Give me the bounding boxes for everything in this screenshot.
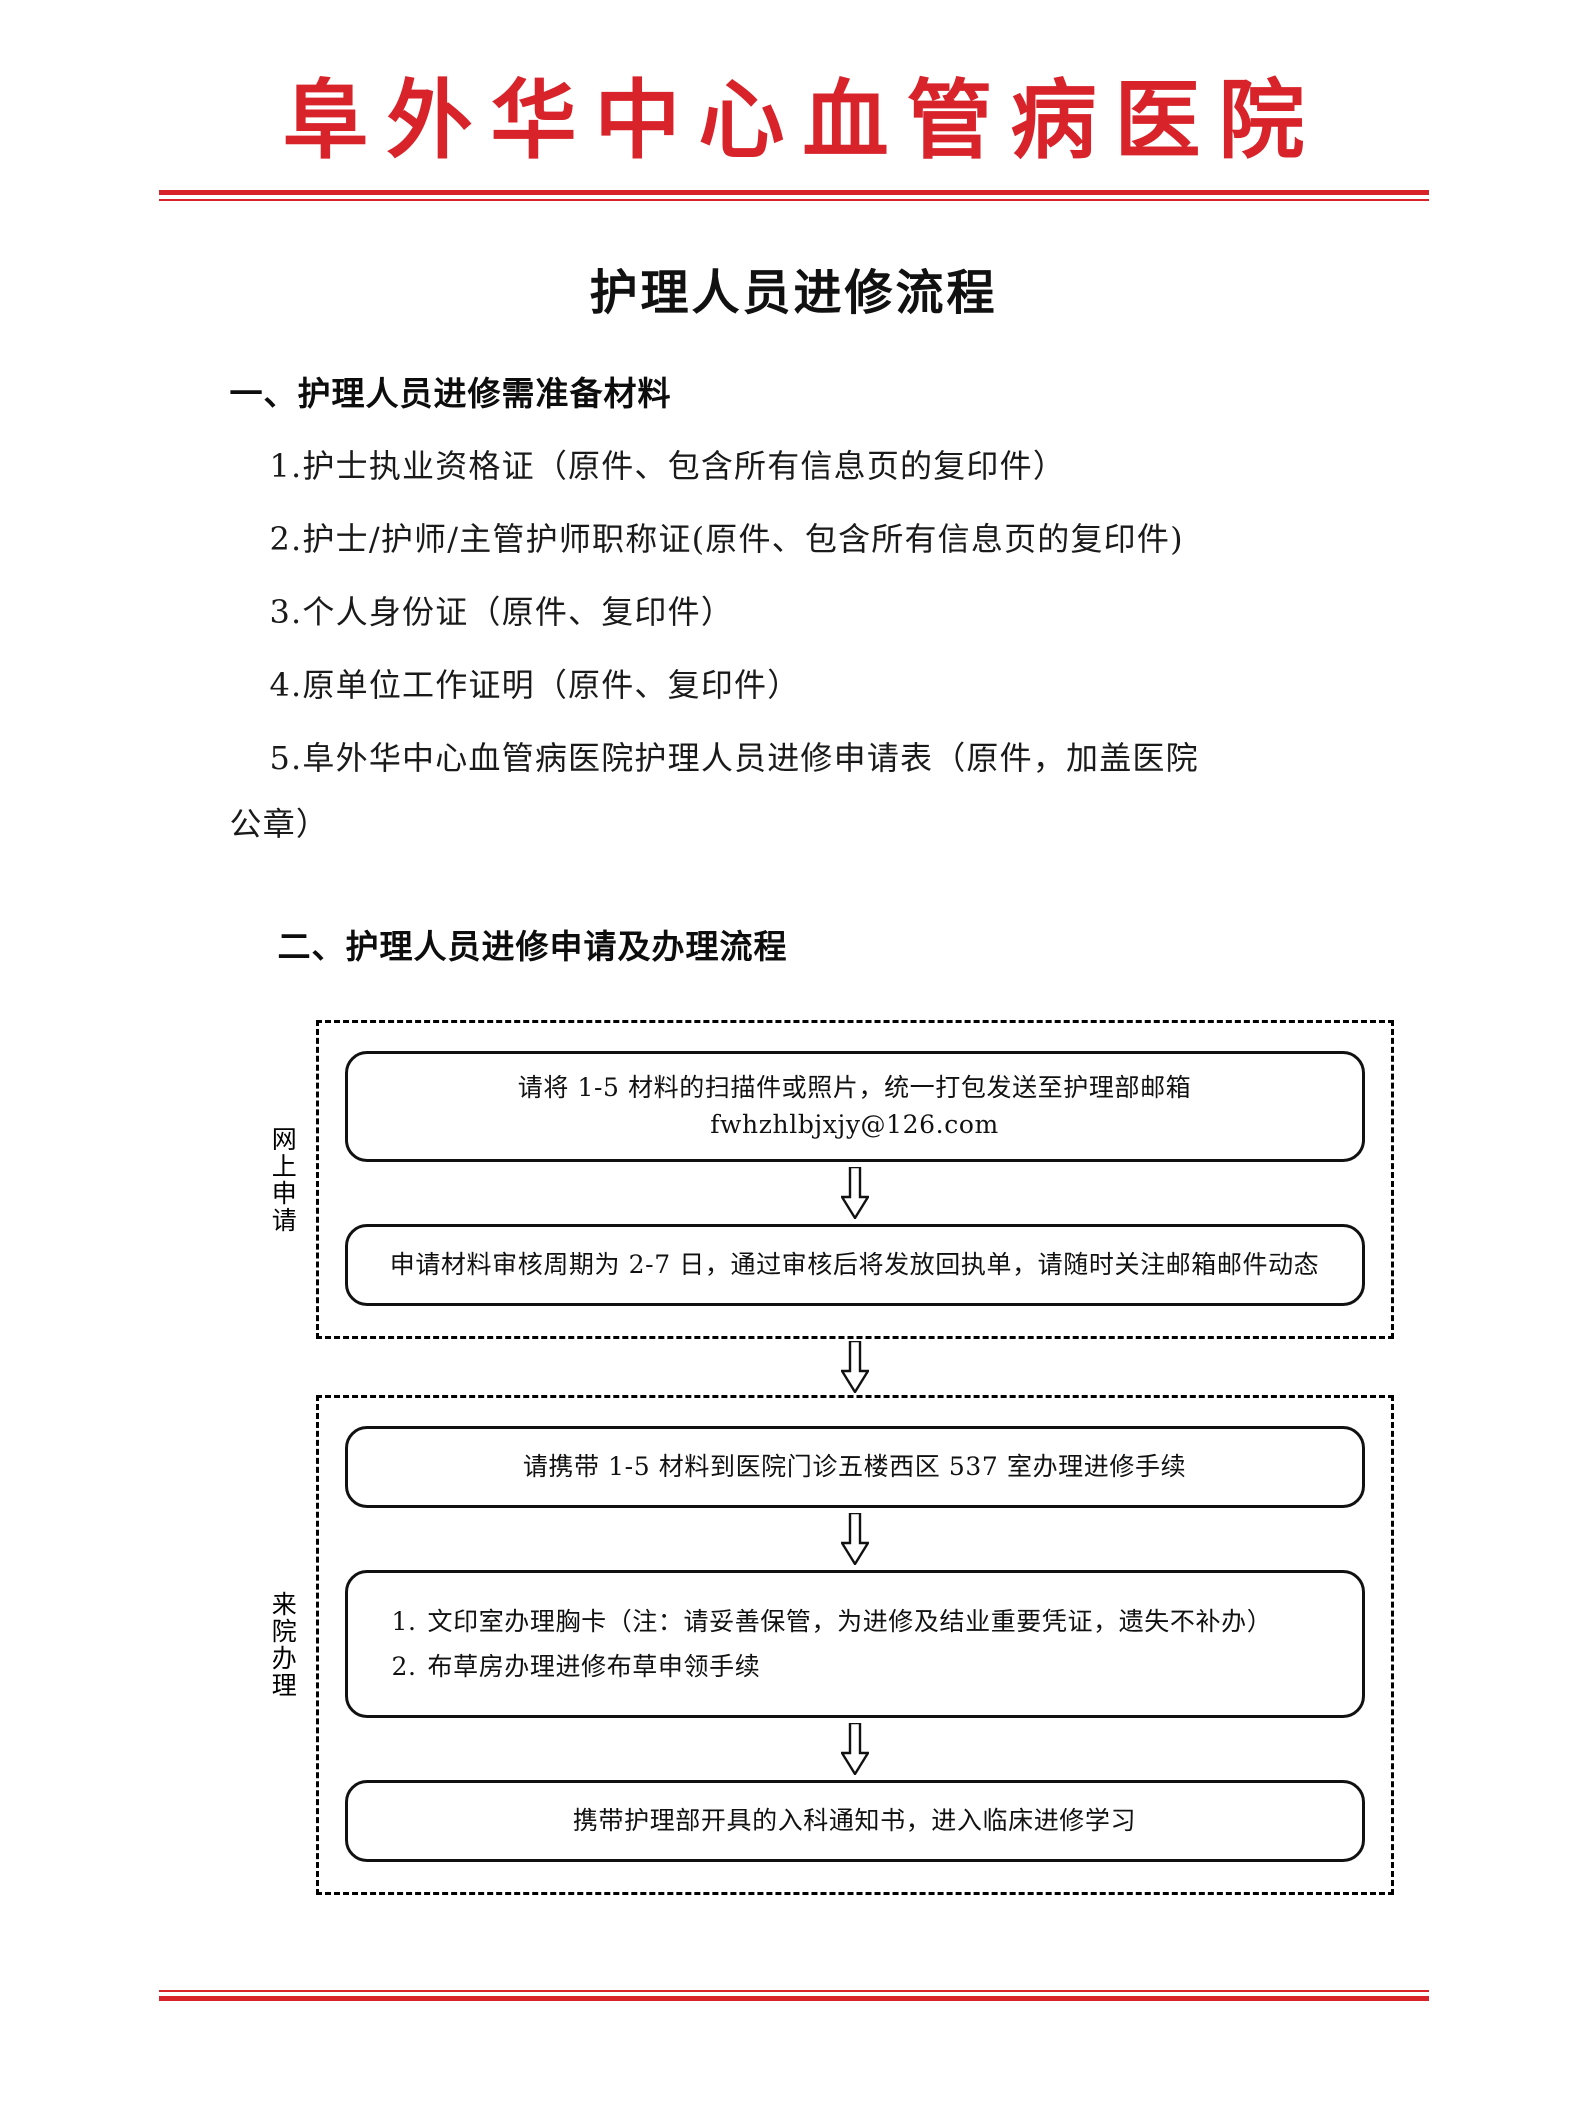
- flow-stage-onsite-processing: 来院办理 请携带 1-5 材料到医院门诊五楼西区 537 室办理进修手续: [250, 1394, 1394, 1895]
- flow-node-review-period: 申请材料审核周期为 2-7 日，通过审核后将发放回执单，请随时关注邮箱邮件动态: [344, 1223, 1365, 1306]
- flow-stage-connector: [250, 1339, 1394, 1395]
- flow-node-send-materials: 请将 1-5 材料的扫描件或照片，统一打包发送至护理部邮箱 fwhzhlbjxj…: [344, 1051, 1365, 1162]
- list-item: 3.个人身份证（原件、复印件）: [269, 592, 735, 631]
- list-item: 1.护士执业资格证（原件、包含所有信息页的复印件）: [269, 447, 1067, 485]
- list-item: 2.护士/护师/主管护师职称证(原件、包含所有信息页的复印件): [269, 519, 1184, 558]
- footer-divider: [158, 1990, 1429, 2001]
- flow-node-enter-department: 携带护理部开具的入科通知书，进入临床进修学习: [344, 1779, 1365, 1862]
- page-title: 护理人员进修流程: [589, 267, 998, 320]
- header-divider-thin-line: [158, 199, 1429, 201]
- materials-list: 1.护士执业资格证（原件、包含所有信息页的复印件） 2.护士/护师/主管护师职称…: [230, 445, 1394, 846]
- list-item: 5.阜外华中心血管病医院护理人员进修申请表（原件，加盖医院: [269, 738, 1199, 777]
- hospital-name: 阜外华中心血管病医院: [282, 73, 1323, 169]
- arrow-down-icon: [345, 1718, 1365, 1780]
- arrow-down-icon: [345, 1162, 1365, 1224]
- flow-node-sublist: 1.文印室办理胸卡（注：请妥善保管，为进修及结业重要凭证，遗失不补办） 2.布草…: [374, 1599, 1273, 1689]
- list-item: 4.原单位工作证明（原件、复印件）: [269, 665, 801, 704]
- flow-node-bring-materials: 请携带 1-5 材料到医院门诊五楼西区 537 室办理进修手续: [344, 1425, 1365, 1508]
- stage-connector-spacer: [250, 1339, 316, 1395]
- section-heading-process: 二、护理人员进修申请及办理流程: [277, 927, 788, 967]
- header-divider: [158, 190, 1429, 201]
- header-divider-gap: [158, 195, 1429, 199]
- flow-node-badge-and-linens: 1.文印室办理胸卡（注：请妥善保管，为进修及结业重要凭证，遗失不补办） 2.布草…: [344, 1569, 1365, 1718]
- flow-stage-online-application: 网上申请 请将 1-5 材料的扫描件或照片，统一打包发送至护理部邮箱 fwhzh…: [250, 1020, 1394, 1339]
- stage-label-onsite-processing: 来院办理: [268, 1590, 298, 1699]
- stage-body-onsite-processing: 请携带 1-5 材料到医院门诊五楼西区 537 室办理进修手续 1.文印室办理胸…: [315, 1394, 1394, 1895]
- footer-divider-thin-line: [158, 1990, 1429, 1992]
- document-body: 一、护理人员进修需准备材料 1.护士执业资格证（原件、包含所有信息页的复印件） …: [134, 367, 1454, 968]
- list-item: 2.布草房办理进修布草申领手续: [391, 1651, 761, 1681]
- list-item-continuation: 公章）: [229, 805, 330, 844]
- stage-label-online-application: 网上申请: [268, 1125, 298, 1234]
- stage-connector-body: [316, 1339, 1394, 1395]
- list-item: 1.文印室办理胸卡（注：请妥善保管，为进修及结业重要凭证，遗失不补办）: [391, 1606, 1273, 1636]
- footer-divider-wrap: [0, 1964, 1587, 2001]
- arrow-down-icon: [345, 1508, 1365, 1570]
- arrow-down-icon: [316, 1339, 1394, 1395]
- section-heading-materials: 一、护理人员进修需准备材料: [229, 374, 672, 413]
- stage-body-online-application: 请将 1-5 材料的扫描件或照片，统一打包发送至护理部邮箱 fwhzhlbjxj…: [315, 1020, 1394, 1339]
- letterhead: 阜外华中心血管病医院: [0, 0, 1587, 201]
- footer-divider-gap: [158, 1992, 1429, 1996]
- header-divider-thick-line: [158, 190, 1429, 195]
- process-flowchart: 网上申请 请将 1-5 材料的扫描件或照片，统一打包发送至护理部邮箱 fwhzh…: [194, 1020, 1394, 1895]
- footer-divider-thick-line: [158, 1996, 1429, 2001]
